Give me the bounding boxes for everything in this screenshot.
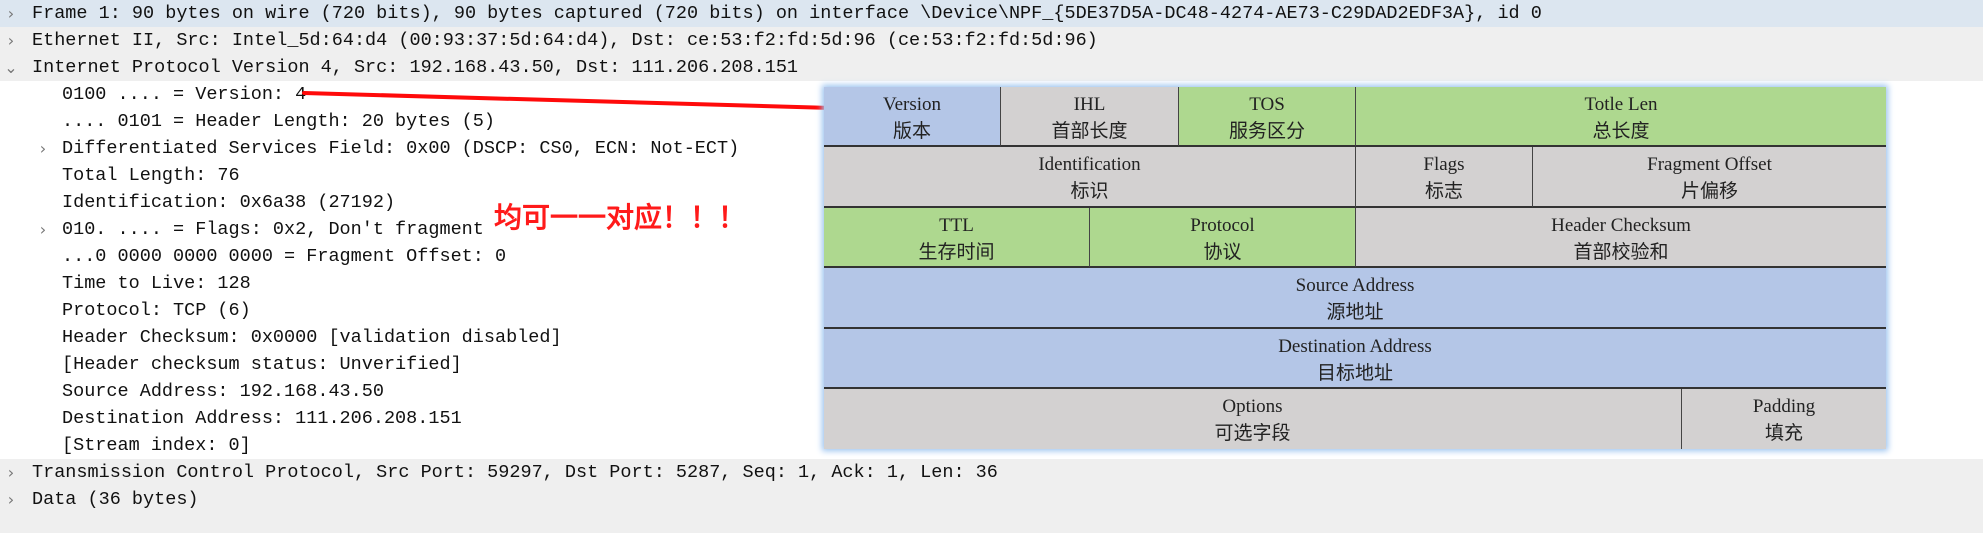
tree-item-label: Destination Address: 111.206.208.151 [62,408,462,429]
chevron-right-icon[interactable]: › [7,31,15,50]
tree-subitem[interactable]: .... 0101 = Header Length: 20 bytes (5) [0,108,1983,135]
tree-subitem[interactable]: [Stream index: 0] [0,432,1983,459]
tree-item-label: [Header checksum status: Unverified] [62,354,462,375]
tree-subitem[interactable]: Header Checksum: 0x0000 [validation disa… [0,324,1983,351]
tree-item-label: [Stream index: 0] [62,435,251,456]
tree-item[interactable]: ⌄ Internet Protocol Version 4, Src: 192.1… [0,54,1983,81]
chevron-right-icon[interactable]: › [39,139,47,158]
tree-item-label: Ethernet II, Src: Intel_5d:64:d4 (00:93:… [32,30,1098,51]
tree-item-label: Header Checksum: 0x0000 [validation disa… [62,327,562,348]
tree-subitem[interactable]: ...0 0000 0000 0000 = Fragment Offset: 0 [0,243,1983,270]
tree-subitem[interactable]: › 010. .... = Flags: 0x2, Don't fragment [0,216,1983,243]
chevron-down-icon[interactable]: ⌄ [4,58,18,77]
tree-subitem[interactable]: 0100 .... = Version: 4 [0,81,1983,108]
tree-item[interactable]: › Frame 1: 90 bytes on wire (720 bits), 9… [0,0,1983,27]
annotation-text: 均可一一对应！！！ [494,201,747,234]
tree-item-label: Data (36 bytes) [32,489,199,510]
tree-item-label: Source Address: 192.168.43.50 [62,381,384,402]
tree-subitem[interactable]: [Header checksum status: Unverified] [0,351,1983,378]
tree-item-label: Transmission Control Protocol, Src Port:… [32,462,998,483]
tree-item-label: Differentiated Services Field: 0x00 (DSC… [62,138,740,159]
tree-item[interactable]: › Transmission Control Protocol, Src Port… [0,459,1983,486]
tree-subitem[interactable]: Source Address: 192.168.43.50 [0,378,1983,405]
tree-item-label: Time to Live: 128 [62,273,251,294]
chevron-right-icon[interactable]: › [7,490,15,509]
tree-subitem[interactable]: › Differentiated Services Field: 0x00 (DS… [0,135,1983,162]
tree-item-label: 0100 .... = Version: 4 [62,84,307,105]
chevron-right-icon[interactable]: › [7,463,15,482]
tree-subitem[interactable]: Protocol: TCP (6) [0,297,1983,324]
tree-subitem[interactable]: Total Length: 76 [0,162,1983,189]
packet-details-tree: › Frame 1: 90 bytes on wire (720 bits), 9… [0,0,1983,513]
tree-item-label: Identification: 0x6a38 (27192) [62,192,396,213]
tree-item[interactable]: › Data (36 bytes) [0,486,1983,513]
tree-item-label: Frame 1: 90 bytes on wire (720 bits), 90… [32,3,1542,24]
tree-item-label: Protocol: TCP (6) [62,300,251,321]
tree-item[interactable]: › Ethernet II, Src: Intel_5d:64:d4 (00:93… [0,27,1983,54]
tree-item-label: Internet Protocol Version 4, Src: 192.16… [32,57,799,78]
tree-item-label: .... 0101 = Header Length: 20 bytes (5) [62,111,495,132]
tree-subitem[interactable]: Identification: 0x6a38 (27192) [0,189,1983,216]
tree-item-label: ...0 0000 0000 0000 = Fragment Offset: 0 [62,246,507,267]
chevron-right-icon[interactable]: › [7,4,15,23]
chevron-right-icon[interactable]: › [39,220,47,239]
tree-item-label: 010. .... = Flags: 0x2, Don't fragment [62,219,484,240]
tree-item-label: Total Length: 76 [62,165,240,186]
tree-subitem[interactable]: Time to Live: 128 [0,270,1983,297]
tree-subitem[interactable]: Destination Address: 111.206.208.151 [0,405,1983,432]
